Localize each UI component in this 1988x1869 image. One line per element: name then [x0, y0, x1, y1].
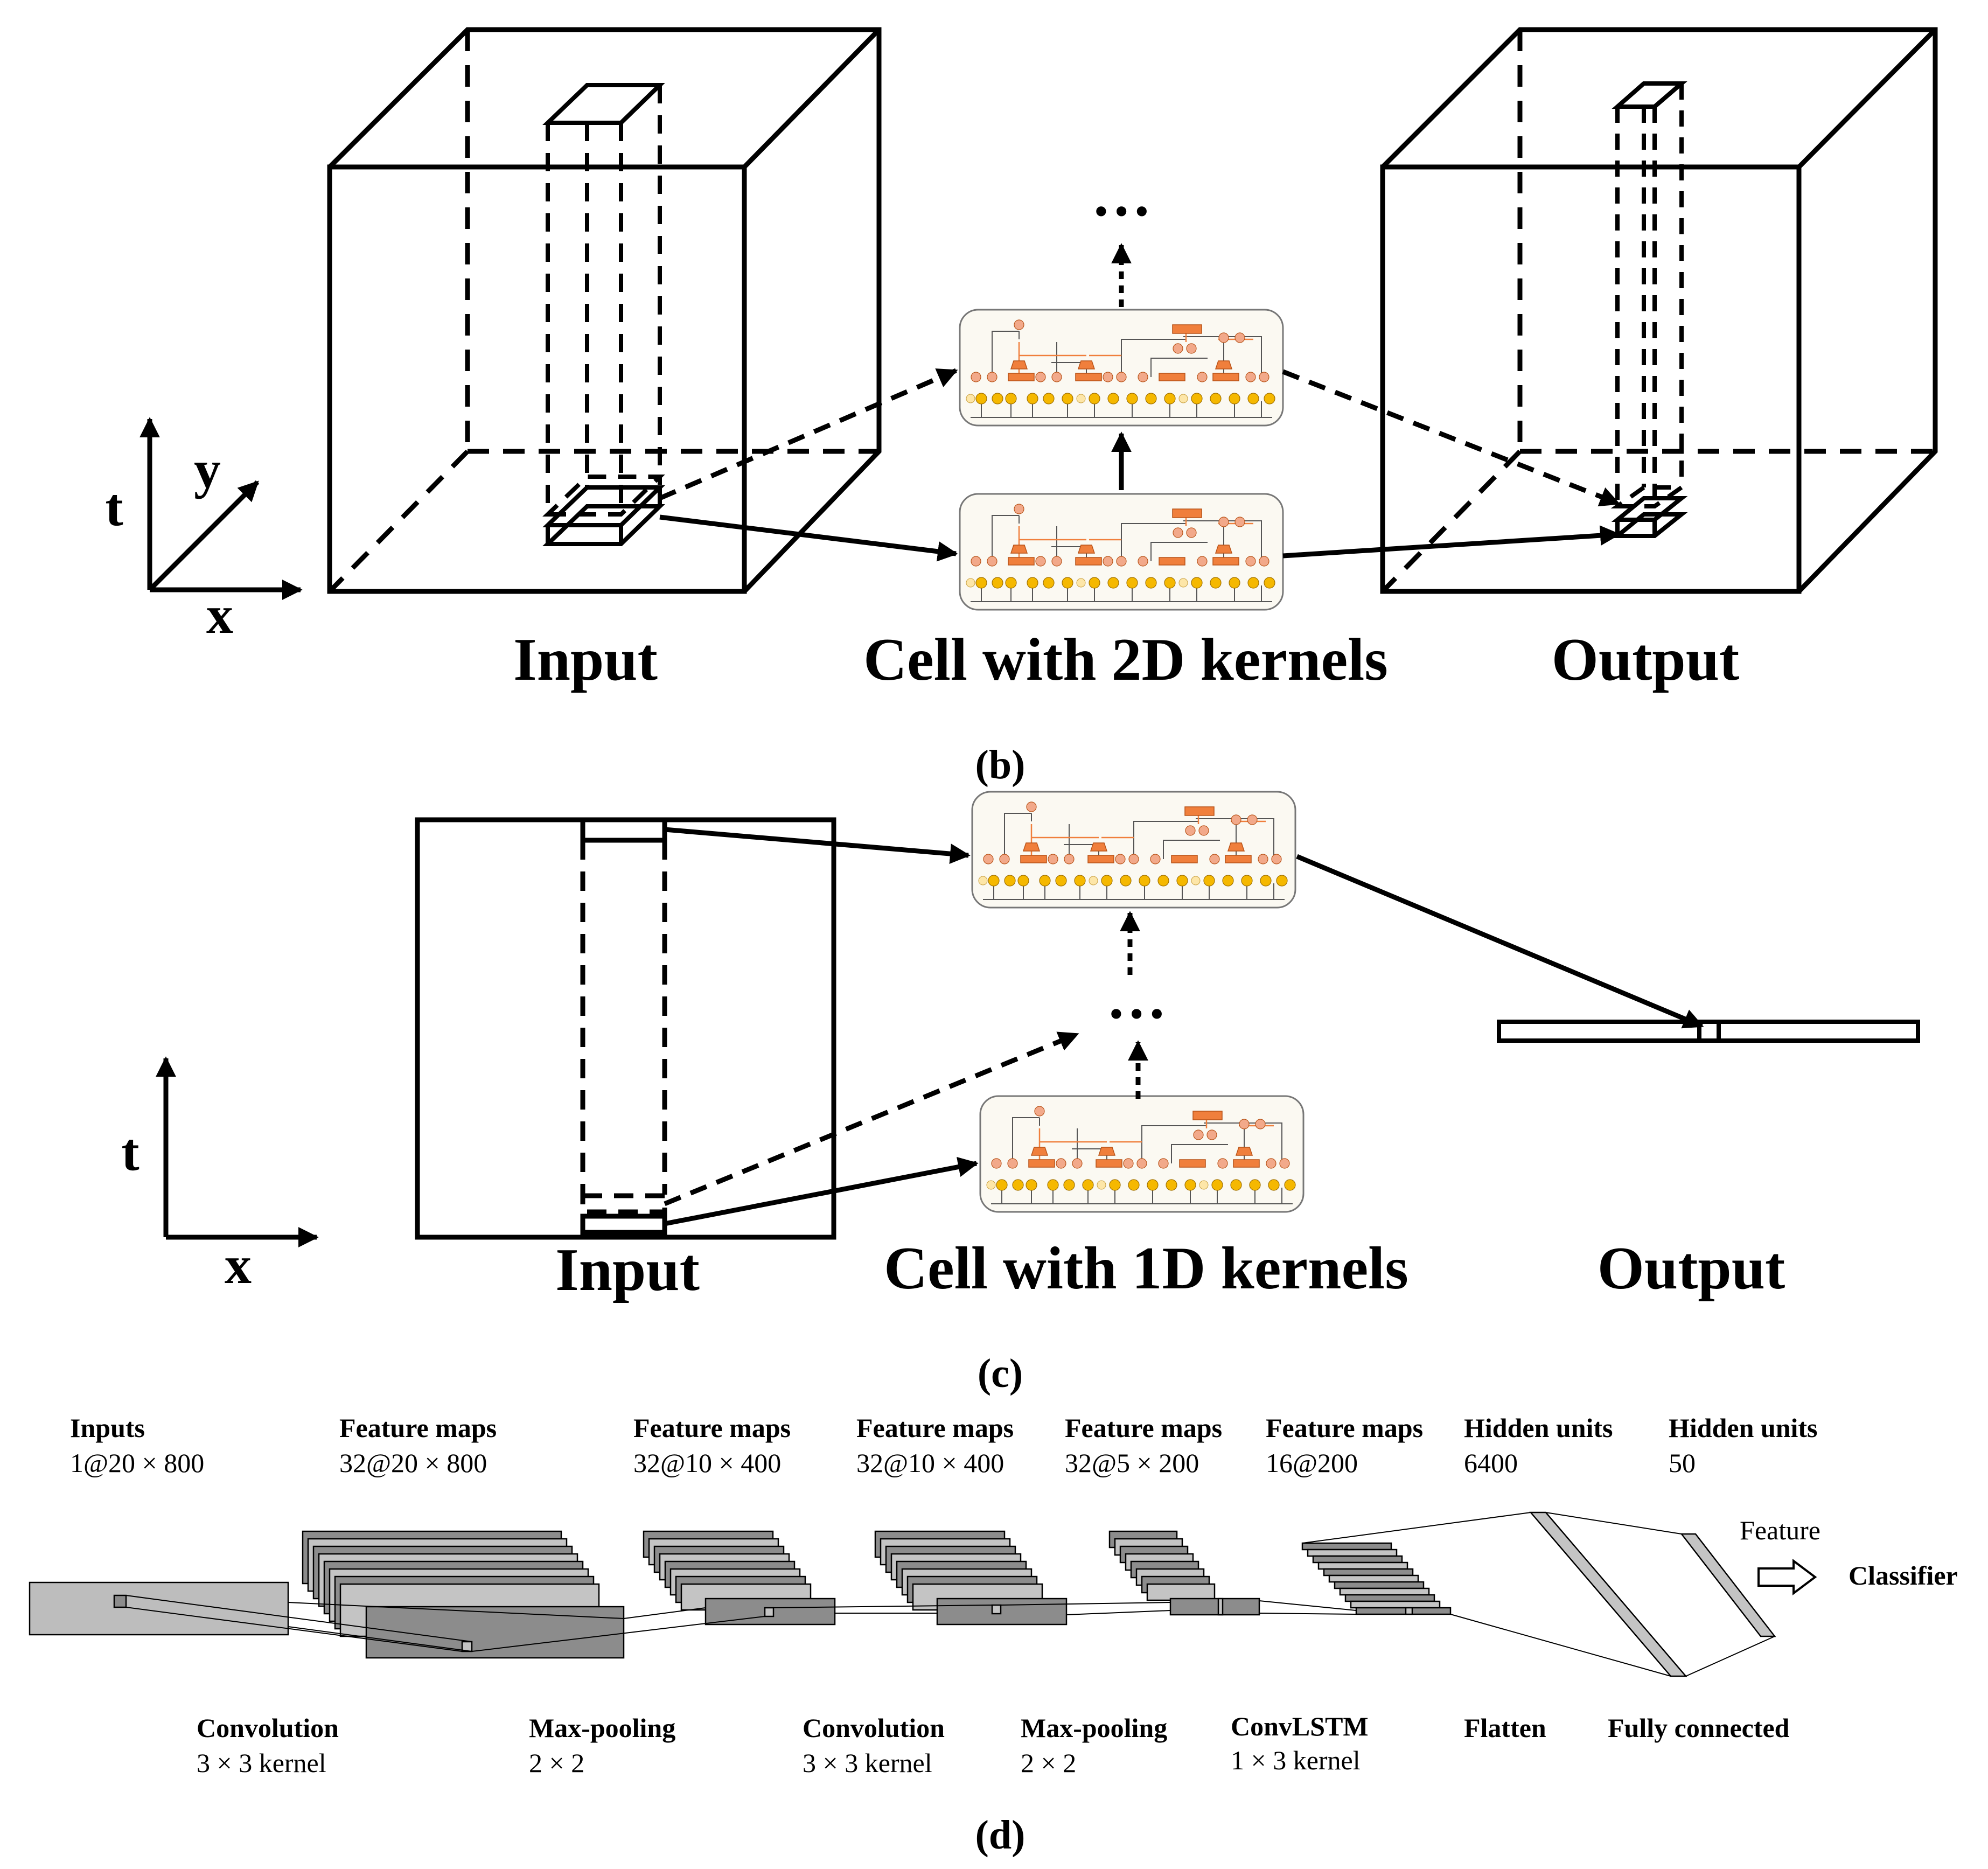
op-title: Max-pooling: [529, 1713, 675, 1743]
axis-y-label: y: [194, 440, 221, 499]
panel-c-arrows: [664, 827, 1704, 1226]
panel-c-caption: (c): [978, 1351, 1023, 1396]
layer-dims: 6400: [1464, 1448, 1518, 1478]
layer-title: Feature maps: [1266, 1413, 1423, 1443]
output-column: [1610, 81, 1689, 538]
layer-dims: 50: [1669, 1448, 1696, 1478]
feature-label: Feature: [1740, 1515, 1820, 1545]
flatten-layer: [1529, 1511, 1687, 1677]
operation-labels: Convolution 3 × 3 kernel Max-pooling 2 ×…: [197, 1711, 1790, 1778]
cnn-pipeline: [29, 1511, 1776, 1677]
axes-2d-icon: [156, 1056, 319, 1247]
panel-d: Inputs 1@20 × 800 Feature maps 32@20 × 8…: [29, 1413, 1958, 1858]
panel-c-input-label: Input: [555, 1237, 700, 1303]
op-title: Convolution: [803, 1713, 945, 1743]
op-title: Flatten: [1464, 1713, 1546, 1743]
layer-dims: 32@10 × 400: [633, 1448, 781, 1478]
pool2-feature-maps: [1108, 1530, 1260, 1616]
layer-dims: 32@20 × 800: [339, 1448, 487, 1478]
layer-dims: 16@200: [1266, 1448, 1358, 1478]
op-detail: 2 × 2: [1021, 1748, 1076, 1778]
conv1-feature-maps: [302, 1530, 625, 1659]
output-strip: [1497, 1020, 1920, 1043]
layer-dims: 32@10 × 400: [856, 1448, 1004, 1478]
panel-b-caption: (b): [975, 742, 1026, 787]
input-plane: [415, 817, 836, 1240]
panel-d-caption: (d): [975, 1812, 1026, 1858]
convlstm-feature-maps: [1301, 1542, 1452, 1615]
axis-t-label: t: [105, 477, 123, 537]
panel-b-ellipsis: …: [1091, 162, 1152, 229]
layer-title: Feature maps: [1065, 1413, 1222, 1443]
conv2-feature-maps: [874, 1530, 1068, 1626]
classifier-label: Classifier: [1849, 1560, 1958, 1591]
feature-arrow-icon: [1757, 1559, 1817, 1595]
op-detail: 2 × 2: [529, 1748, 584, 1778]
output-cube: [1380, 27, 1938, 594]
op-detail: 3 × 3 kernel: [803, 1748, 932, 1778]
convlstm-cell-1d-lower: [979, 1095, 1305, 1213]
axis-t-label-c: t: [121, 1122, 139, 1182]
layer-dims: 32@5 × 200: [1065, 1448, 1199, 1478]
convlstm-cell-2d-upper: [959, 309, 1284, 427]
panel-c-ellipsis: …: [1106, 965, 1167, 1031]
layer-title: Hidden units: [1669, 1413, 1818, 1443]
panel-b-arrows: [659, 243, 1621, 562]
panel-c: t x … Input Cell with: [121, 791, 1920, 1396]
pool1-feature-maps: [643, 1530, 836, 1626]
layer-dims: 1@20 × 800: [70, 1448, 204, 1478]
op-detail: 1 × 3 kernel: [1231, 1745, 1361, 1775]
panel-b: t y x: [105, 27, 1938, 787]
layer-title: Hidden units: [1464, 1413, 1613, 1443]
axis-x-label: x: [206, 585, 233, 645]
input-column: [542, 83, 665, 546]
op-detail: 3 × 3 kernel: [197, 1748, 326, 1778]
receptive-field-lines: [125, 1512, 1775, 1677]
panel-c-cell-label: Cell with 1D kernels: [884, 1235, 1408, 1302]
axes-3d-icon: [139, 417, 303, 600]
layer-title: Feature maps: [856, 1413, 1014, 1443]
input-cube: [327, 27, 882, 594]
panel-c-output-label: Output: [1598, 1235, 1785, 1302]
op-title: Fully connected: [1608, 1713, 1790, 1743]
layer-title: Feature maps: [339, 1413, 497, 1443]
axis-x-label-c: x: [225, 1235, 252, 1295]
convlstm-cell-2d-lower: [959, 493, 1284, 611]
op-title: Max-pooling: [1021, 1713, 1167, 1743]
panel-b-input-label: Input: [513, 626, 658, 693]
op-title: ConvLSTM: [1231, 1711, 1369, 1741]
layer-title: Inputs: [70, 1413, 145, 1443]
op-title: Convolution: [197, 1713, 339, 1743]
layer-headers: Inputs 1@20 × 800 Feature maps 32@20 × 8…: [70, 1413, 1818, 1478]
input-map: [29, 1581, 289, 1636]
convlstm-cell-1d-upper: [971, 791, 1296, 909]
panel-b-output-label: Output: [1552, 626, 1740, 693]
panel-b-cell-label: Cell with 2D kernels: [863, 626, 1388, 693]
layer-title: Feature maps: [633, 1413, 791, 1443]
